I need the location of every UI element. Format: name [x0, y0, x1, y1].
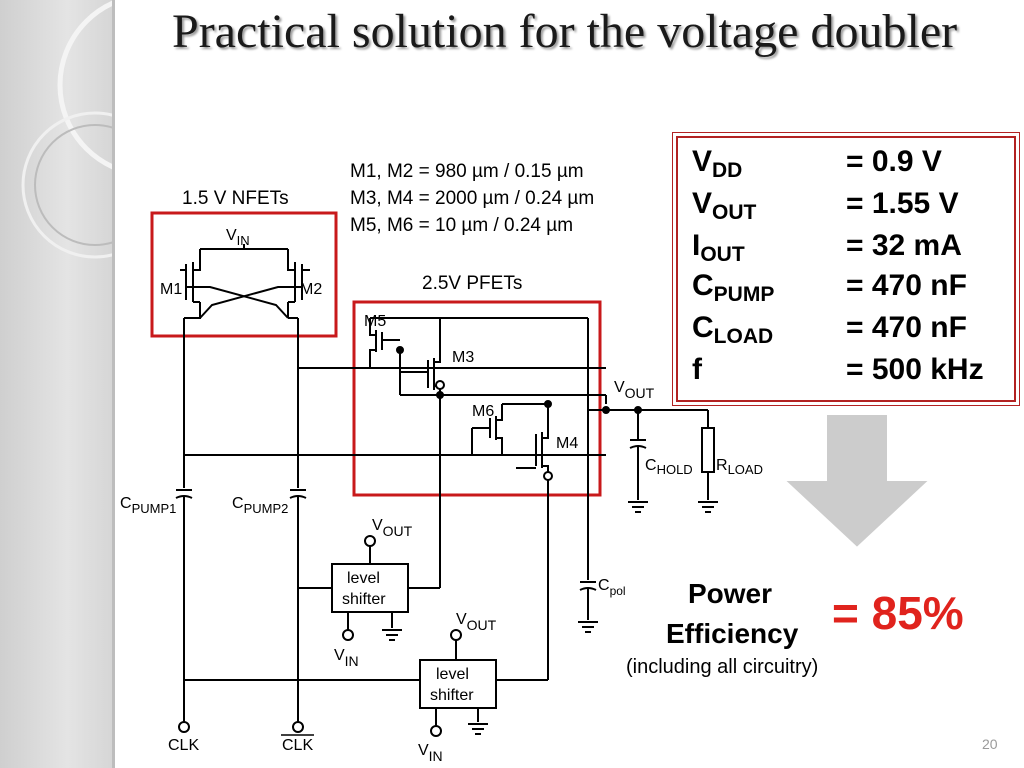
efficiency-label: Efficiency [666, 618, 799, 649]
param-row-cpump: CPUMP= 470 nF [692, 266, 1012, 306]
m2-label: M2 [300, 281, 322, 298]
param-row-iout: IOUT= 32 mA [692, 226, 1012, 266]
param-row-frequency: f= 500 kHz [692, 350, 1012, 390]
slide-number: 20 [982, 736, 998, 752]
band-divider [112, 0, 115, 768]
param-value: = 32 mA [846, 229, 962, 262]
param-value: = 470 nF [846, 269, 967, 302]
pfets-label: 2.5V PFETs [422, 273, 523, 294]
param-value: = 0.9 V [846, 145, 942, 178]
nfets-label: 1.5 V NFETs [182, 188, 289, 209]
page-title: Practical solution for the voltage doubl… [172, 5, 958, 58]
m1-label: M1 [160, 281, 182, 298]
level-shifter-2-line2: shifter [430, 687, 474, 704]
ls2-vin-label: VIN [418, 742, 443, 764]
power-label: Power [688, 578, 773, 609]
m3-label: M3 [452, 349, 474, 366]
level-shifter-1-line2: shifter [342, 591, 386, 608]
ls2-vout-label: VOUT [456, 611, 497, 633]
parameters-box: VDD= 0.9 V VOUT= 1.55 V IOUT= 32 mA CPUM… [676, 136, 1016, 402]
dimension-m3-m4: M3, M4 = 2000 µm / 0.24 µm [350, 188, 595, 209]
param-row-vout: VOUT= 1.55 V [692, 184, 1012, 224]
m6-label: M6 [472, 403, 494, 420]
m5-label: M5 [364, 313, 386, 330]
m4-label: M4 [556, 435, 578, 452]
clk-bar-label: CLK [282, 737, 313, 754]
clk-label: CLK [168, 737, 199, 754]
vout-label: VOUT [614, 379, 655, 401]
left-decorative-band [0, 0, 112, 768]
param-value: = 1.55 V [846, 187, 959, 220]
level-shifter-1-line1: level [347, 570, 380, 587]
transistor-dimensions: M1, M2 = 980 µm / 0.15 µm M3, M4 = 2000 … [350, 158, 594, 239]
down-arrow-icon [781, 413, 933, 550]
efficiency-value: = 85% [832, 587, 964, 639]
rload-label: RLOAD [716, 457, 763, 477]
param-value: = 470 nF [846, 311, 967, 344]
dimension-m5-m6: M5, M6 = 10 µm / 0.24 µm [350, 215, 574, 236]
cpol-label: Cpol [598, 577, 626, 598]
chold-label: CHOLD [645, 457, 693, 477]
level-shifter-2-line1: level [436, 666, 469, 683]
dimension-m1-m2: M1, M2 = 980 µm / 0.15 µm [350, 161, 584, 182]
decorative-rings [21, 0, 112, 259]
pfet-highlight-box [352, 300, 602, 497]
vin-label: VIN [226, 227, 250, 248]
cpump1-label: CPUMP1 [120, 495, 176, 516]
cpump2-label: CPUMP2 [232, 495, 288, 516]
efficiency-note: (including all circuitry) [626, 656, 819, 678]
param-row-vdd: VDD= 0.9 V [692, 142, 1012, 182]
param-row-cload: CLOAD= 470 nF [692, 308, 1012, 348]
ls1-vout-label: VOUT [372, 517, 413, 539]
param-value: = 500 kHz [846, 353, 984, 386]
ls1-vin-label: VIN [334, 647, 359, 669]
nfet-highlight-box [150, 211, 338, 338]
